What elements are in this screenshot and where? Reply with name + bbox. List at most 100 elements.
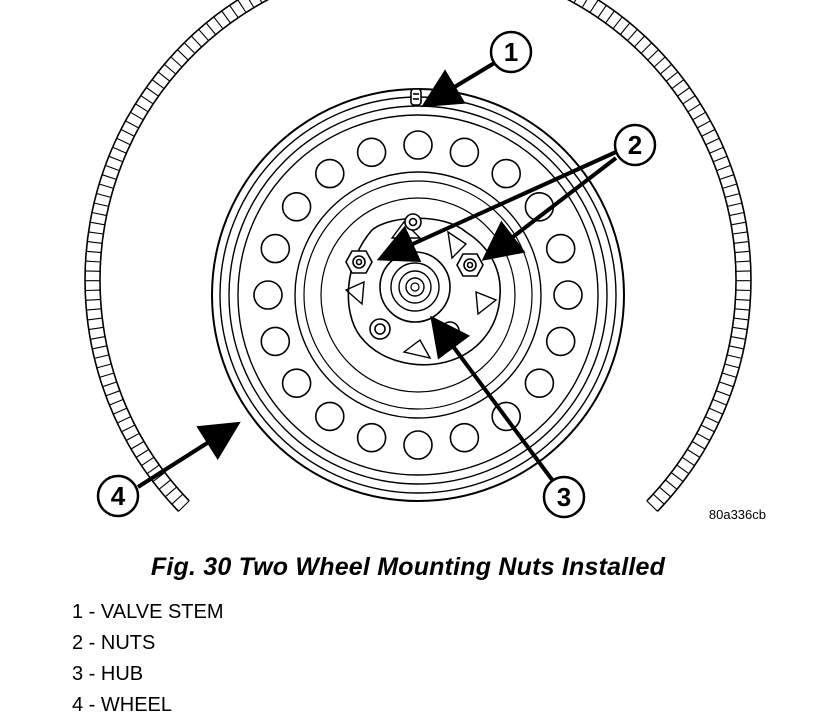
callouts: 1 2 3 4: [96, 30, 657, 519]
tire-left-edge: [84, 0, 240, 512]
tire-left-tread-mark: [116, 137, 131, 146]
tire-left-tread-mark: [183, 42, 196, 54]
hub-center-ring: [410, 282, 420, 292]
tire-right-tread-mark: [700, 424, 715, 433]
tire-right-tread-mark: [676, 464, 690, 475]
leader-arrow-1: [421, 60, 498, 108]
vent-hole: [260, 326, 291, 357]
tire-left-tread-mark: [99, 372, 115, 378]
tire-left-tread-mark: [152, 472, 166, 483]
tire-left-tread-mark: [109, 398, 124, 406]
vent-hole: [260, 233, 291, 264]
legend-item: 4 - WHEEL: [72, 694, 173, 716]
tire-right-edge: [566, 0, 737, 502]
vent-hole: [491, 158, 522, 189]
svg-text:4: 4: [111, 481, 126, 511]
tire-right-tread-mark: [659, 486, 672, 498]
tire-right-tread-mark: [573, 0, 577, 4]
tire-right-tread-mark: [597, 5, 607, 19]
tire-left-tread-mark: [145, 87, 159, 97]
nut: [456, 253, 484, 277]
vent-hole: [314, 401, 345, 432]
leader-arrow-2b: [481, 156, 618, 261]
tire-right-tread-mark: [687, 103, 701, 113]
tire-left-tread-mark: [130, 440, 145, 450]
callout-2: 2: [613, 123, 657, 167]
vent-hole: [524, 368, 555, 399]
tire-right-tread-mark: [724, 363, 740, 369]
tire-right-tread-mark: [682, 95, 696, 105]
nut: [345, 250, 373, 274]
tire-left-tread-mark: [120, 129, 135, 137]
tire-left-tread-mark: [88, 326, 104, 331]
tire-right-tread-mark: [652, 493, 665, 505]
tire-left-tread-mark: [105, 164, 120, 172]
tire-left-edge: [99, 0, 270, 502]
legend-item: 2 - NUTS: [72, 632, 156, 654]
tire-left-tread-mark: [163, 63, 177, 75]
tire-right-tread-mark: [715, 390, 731, 397]
tire-right-tread-mark: [721, 372, 737, 378]
tire-left-tread-mark: [88, 231, 104, 235]
tire-left-tread-mark: [112, 407, 128, 415]
tire-right-tread-mark: [729, 211, 745, 217]
tire-right-tread-mark: [646, 500, 658, 512]
tire-right-edge: [596, 0, 752, 512]
vent-hole: [545, 326, 576, 357]
vent-hole: [553, 280, 583, 310]
hub-spoke-cutout: [344, 280, 365, 306]
tire-left-tread-mark: [85, 260, 101, 263]
tire-left-tread-mark: [92, 345, 108, 350]
vent-hole: [253, 280, 283, 310]
tire-tread: [84, 0, 752, 512]
callout-4: 4: [96, 474, 140, 518]
tire-right-tread-mark: [665, 479, 678, 490]
hub-spoke-cutout: [447, 230, 468, 260]
tire-left-tread-mark: [86, 308, 102, 311]
leader-arrow-3: [430, 315, 555, 483]
wheel-disc-ring: [320, 197, 516, 393]
tire-right-tread-mark: [671, 79, 685, 90]
tire-left-tread-mark: [170, 56, 183, 68]
tire-right-tread-mark: [735, 298, 751, 301]
tire-right-tread-mark: [701, 129, 716, 137]
vent-hole: [356, 422, 387, 453]
hub-center-ring: [398, 270, 432, 304]
tire-left-tread-mark: [94, 354, 110, 359]
stud: [369, 318, 391, 340]
tire-left-tread-mark: [135, 103, 149, 113]
tire-right-tread-mark: [665, 71, 679, 82]
tire-right-tread-mark: [719, 174, 735, 180]
svg-text:2: 2: [628, 130, 642, 160]
tire-right-tread-mark: [731, 221, 746, 226]
tire-right-tread-mark: [691, 440, 706, 450]
tire-right-tread-mark: [681, 456, 695, 467]
tire-right-tread-mark: [724, 192, 740, 198]
tire-right-tread-mark: [653, 56, 666, 68]
tire-left-tread-mark: [158, 479, 171, 490]
tire-right-tread-mark: [734, 250, 750, 254]
tire-right-tread-mark: [733, 241, 749, 244]
tire-right-tread-mark: [734, 308, 750, 311]
tire-left-tread-mark: [125, 432, 140, 441]
tire-left-tread-mark: [221, 10, 231, 24]
vent-hole: [314, 158, 345, 189]
tire-left-tread-mark: [90, 336, 106, 340]
legend-item: 1 - VALVE STEM: [72, 601, 224, 623]
tire-left-tread-mark: [178, 500, 190, 512]
tire-left-tread-mark: [177, 49, 189, 61]
tire-left-tread-mark: [90, 221, 105, 226]
tire-left-tread-mark: [87, 241, 103, 244]
tire-left-tread-mark: [157, 71, 171, 82]
vent-hole: [545, 233, 576, 264]
wheel-rim-ring: [228, 105, 608, 485]
tire-right-tread-mark: [612, 16, 623, 30]
tire-right-tread-mark: [730, 336, 746, 340]
vent-hole: [281, 192, 312, 222]
tire-left-tread-mark: [93, 202, 109, 207]
tire-left-tread-mark: [171, 493, 184, 505]
wheel-disc-ring: [303, 180, 533, 410]
vent-hole: [281, 368, 312, 399]
tire-left-tread-mark: [87, 317, 103, 321]
tire-left-tread-mark: [198, 29, 210, 42]
